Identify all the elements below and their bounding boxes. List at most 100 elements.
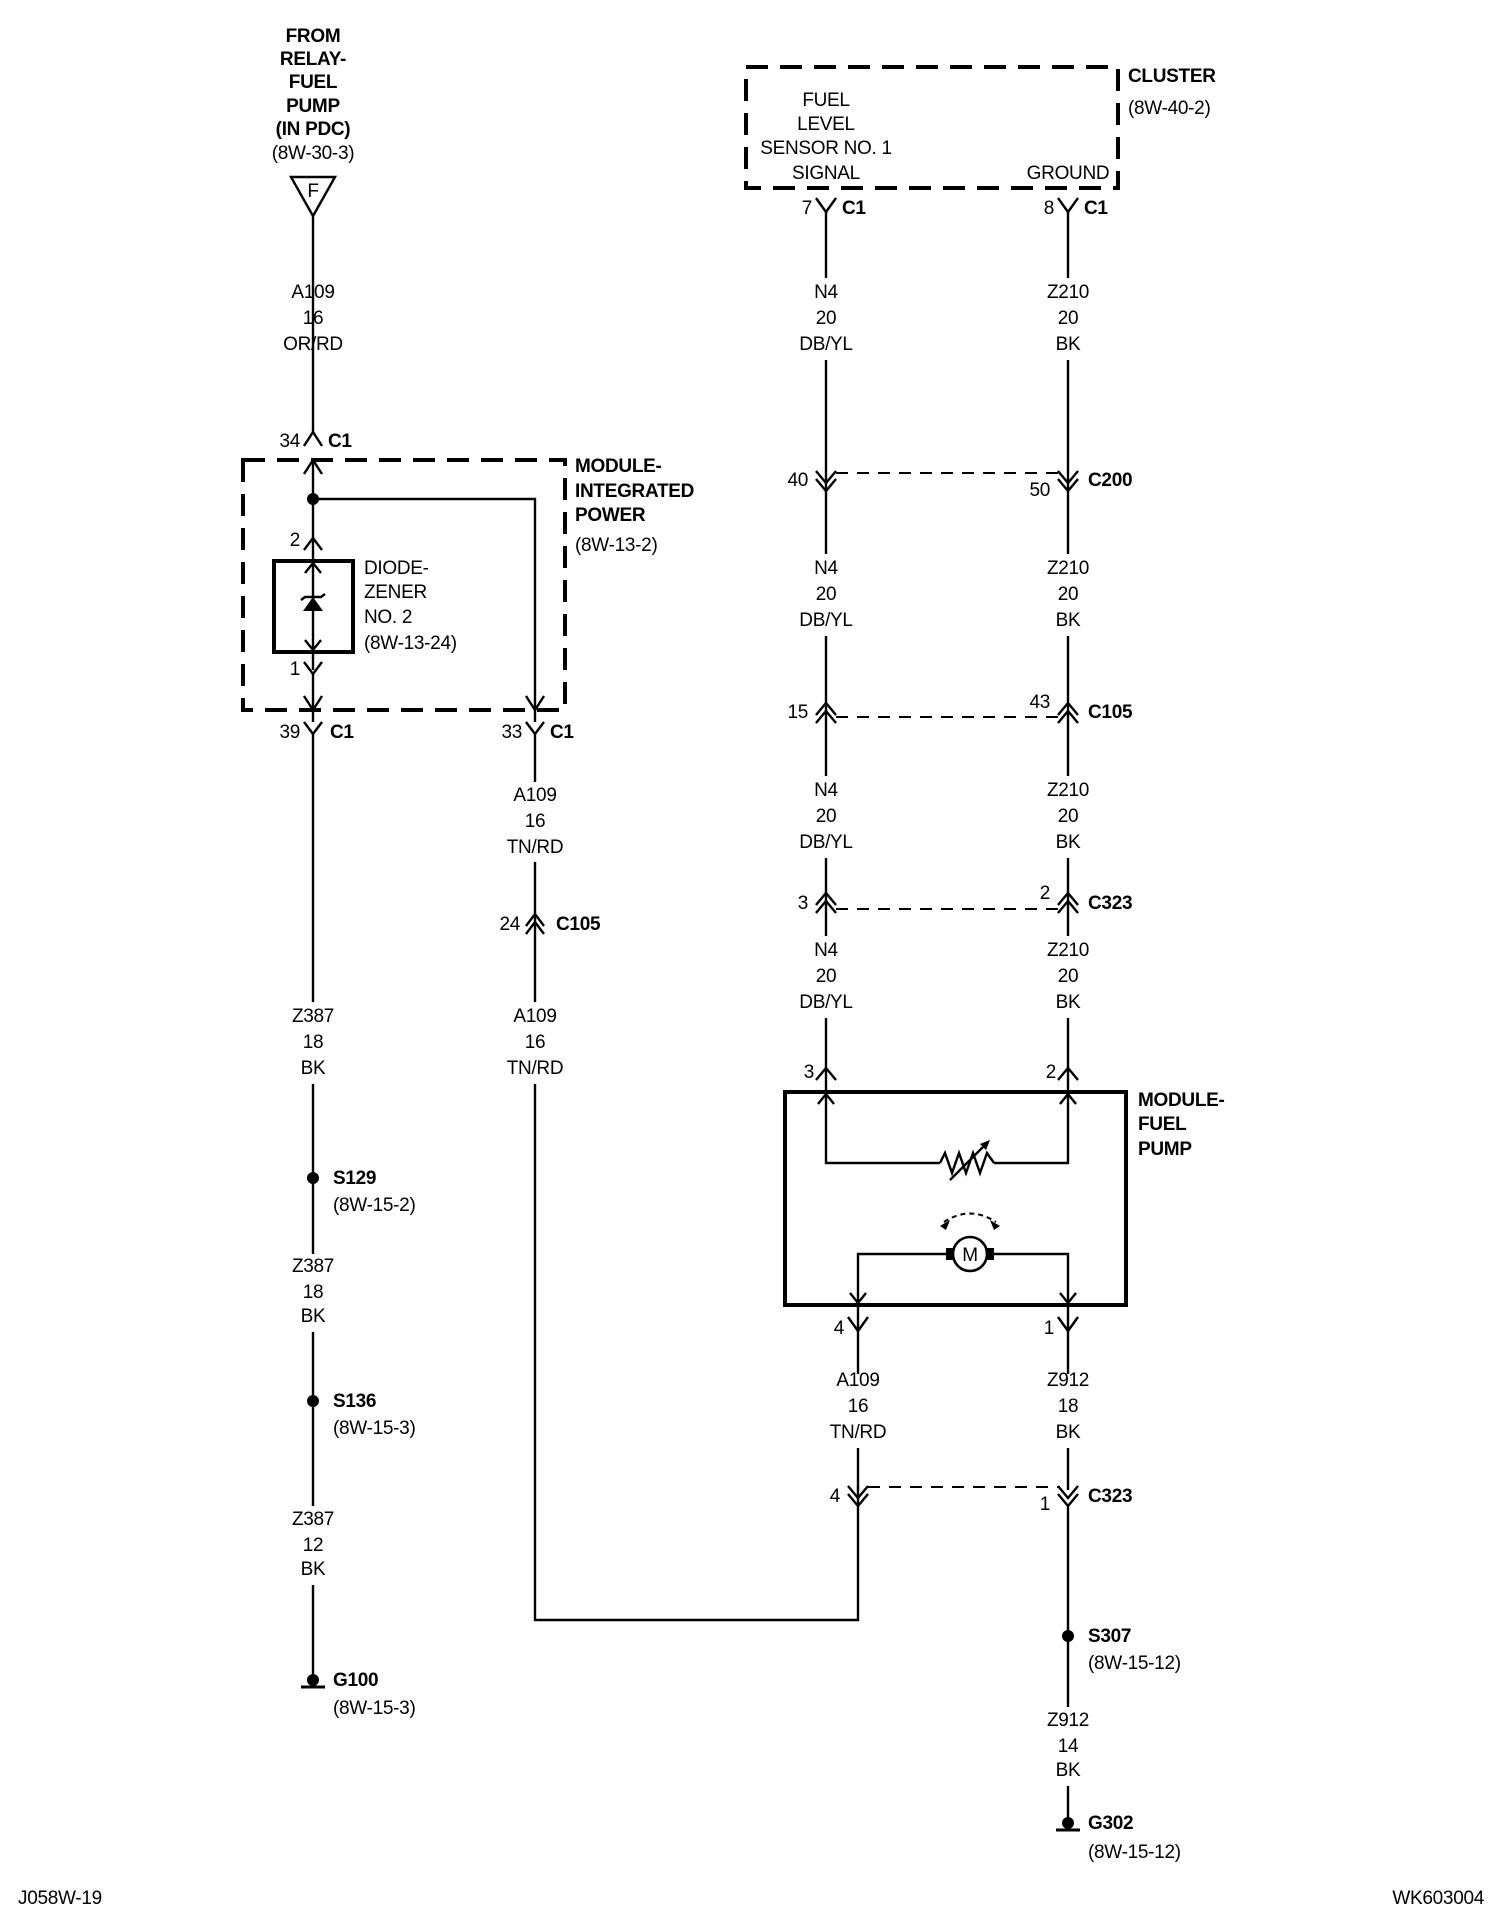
mip-inner-arrow-39 xyxy=(302,695,324,713)
motor-icon: M xyxy=(946,1235,994,1273)
splice-s129-ref: (8W-15-2) xyxy=(333,1195,415,1216)
pin-label-diode-1: 1 xyxy=(290,659,300,680)
splice-s307-dot xyxy=(1062,1630,1074,1642)
svg-text:20: 20 xyxy=(1058,806,1079,827)
connector-c105-24 xyxy=(525,912,545,935)
svg-text:FUEL: FUEL xyxy=(802,90,849,111)
wire-label-n4-3: N4 20 DB/YL xyxy=(799,780,853,853)
fuel-pump-label: MODULE- FUEL PUMP xyxy=(1138,1090,1225,1160)
svg-text:Z210: Z210 xyxy=(1047,780,1089,801)
svg-text:BK: BK xyxy=(301,1058,326,1079)
svg-text:20: 20 xyxy=(816,806,837,827)
svg-text:DB/YL: DB/YL xyxy=(799,610,852,631)
connector-label-c323-upper: C323 xyxy=(1088,893,1132,914)
sender-wire-left xyxy=(824,1092,940,1165)
svg-text:POWER: POWER xyxy=(575,505,646,526)
svg-text:Z912: Z912 xyxy=(1047,1710,1089,1731)
pin-label-c323-3: 3 xyxy=(798,893,808,914)
sender-inner-arrow-left xyxy=(817,1092,835,1105)
pin-label-cluster-7: 7 xyxy=(802,198,812,219)
motor-wire-left xyxy=(856,1252,948,1305)
mip-module-box xyxy=(241,458,567,712)
wire-label-a109-fp: A109 16 TN/RD xyxy=(830,1370,887,1443)
svg-text:Z210: Z210 xyxy=(1047,940,1089,961)
ground-g100-label: G100 xyxy=(333,1670,378,1691)
connector-mip-34 xyxy=(302,429,324,447)
motor-letter: M xyxy=(962,1245,978,1266)
pin-label-c105-43: 43 xyxy=(1029,692,1050,713)
svg-text:BK: BK xyxy=(1056,1760,1081,1781)
connector-c323-upper xyxy=(815,891,1079,914)
connector-label-c105-left: C105 xyxy=(556,914,601,935)
connector-label-c200: C200 xyxy=(1088,470,1132,491)
cluster-label: CLUSTER xyxy=(1128,66,1216,87)
ground-g100-ref: (8W-15-3) xyxy=(333,1698,415,1719)
svg-text:18: 18 xyxy=(303,1282,324,1303)
pin-label-cluster-8: 8 xyxy=(1044,198,1054,219)
splice-s307-ref: (8W-15-12) xyxy=(1088,1653,1181,1674)
svg-text:N4: N4 xyxy=(814,940,838,961)
pin-label-fp-1: 1 xyxy=(1044,1318,1054,1339)
variable-resistor-icon xyxy=(938,1140,995,1181)
svg-text:SENSOR NO. 1: SENSOR NO. 1 xyxy=(760,138,892,159)
svg-text:OR/RD: OR/RD xyxy=(283,334,343,355)
pin-label-fp-2: 2 xyxy=(1046,1062,1056,1083)
svg-text:BK: BK xyxy=(1056,610,1081,631)
svg-text:FUEL: FUEL xyxy=(1138,1114,1187,1135)
pin-label-c323b-4: 4 xyxy=(830,1486,841,1507)
svg-text:(8W-13-2): (8W-13-2) xyxy=(575,535,657,556)
svg-text:LEVEL: LEVEL xyxy=(797,114,855,135)
motor-inner-arrow-right xyxy=(1059,1292,1077,1305)
svg-text:14: 14 xyxy=(1058,1736,1079,1757)
source-line-1: FROM xyxy=(286,26,341,47)
svg-text:A109: A109 xyxy=(291,282,334,303)
svg-text:16: 16 xyxy=(303,308,324,329)
svg-text:NO. 2: NO. 2 xyxy=(364,607,412,628)
svg-text:20: 20 xyxy=(1058,584,1079,605)
wire-label-z912-18: Z912 18 BK xyxy=(1047,1370,1089,1443)
cluster-inner-label: FUEL LEVEL SENSOR NO. 1 SIGNAL GROUND xyxy=(760,90,1109,184)
cluster-ground-label: GROUND xyxy=(1027,163,1110,184)
motor-wire-right xyxy=(992,1252,1070,1305)
svg-text:Z210: Z210 xyxy=(1047,558,1089,579)
source-label: FROM RELAY- FUEL PUMP (IN PDC) (8W-30-3) xyxy=(272,26,355,164)
svg-text:Z210: Z210 xyxy=(1047,282,1089,303)
zener-diode-icon xyxy=(300,593,326,611)
wire-label-z912-14: Z912 14 BK xyxy=(1047,1710,1089,1781)
footer-drawing-id: J058W-19 xyxy=(18,1888,102,1909)
source-line-5: (IN PDC) xyxy=(276,119,351,140)
diode-inner-arrow-top xyxy=(304,561,322,574)
svg-text:A109: A109 xyxy=(513,785,556,806)
svg-text:DIODE-: DIODE- xyxy=(364,558,429,579)
pin-label-c323b-1: 1 xyxy=(1040,1494,1050,1515)
wire-label-n4-2: N4 20 DB/YL xyxy=(799,558,853,631)
cluster-signal-label: SIGNAL xyxy=(792,163,860,184)
cluster-ref: (8W-40-2) xyxy=(1128,98,1210,119)
wire-a109-tn-return xyxy=(533,1084,860,1622)
svg-text:BK: BK xyxy=(301,1559,326,1580)
svg-text:(8W-13-24): (8W-13-24) xyxy=(364,633,457,654)
source-terminal-triangle: F xyxy=(288,175,338,219)
pin-label-c200-50: 50 xyxy=(1029,480,1050,501)
pin-label-33: 33 xyxy=(501,722,522,743)
svg-text:BK: BK xyxy=(1056,334,1081,355)
svg-text:18: 18 xyxy=(1058,1396,1079,1417)
ground-g302-ref: (8W-15-12) xyxy=(1088,1842,1181,1863)
connector-label-c1-cluster-8: C1 xyxy=(1084,198,1108,219)
fuel-pump-module-box xyxy=(783,1090,1128,1307)
svg-text:BK: BK xyxy=(1056,832,1081,853)
source-line-3: FUEL xyxy=(289,72,338,93)
wire-label-z387-18-b: Z387 18 BK xyxy=(292,1256,334,1327)
svg-text:Z387: Z387 xyxy=(292,1509,334,1530)
svg-text:18: 18 xyxy=(303,1032,324,1053)
svg-text:20: 20 xyxy=(816,308,837,329)
ground-g302-icon xyxy=(1056,1817,1080,1832)
mip-internal-wire-right xyxy=(313,497,537,710)
svg-text:A109: A109 xyxy=(836,1370,879,1391)
pin-label-fp-4: 4 xyxy=(834,1318,845,1339)
connector-label-c1-cluster-7: C1 xyxy=(842,198,866,219)
wire-label-a109-or: A109 16 OR/RD xyxy=(283,282,343,355)
footer-figure-id: WK603004 xyxy=(1392,1888,1484,1909)
svg-text:12: 12 xyxy=(303,1535,324,1556)
